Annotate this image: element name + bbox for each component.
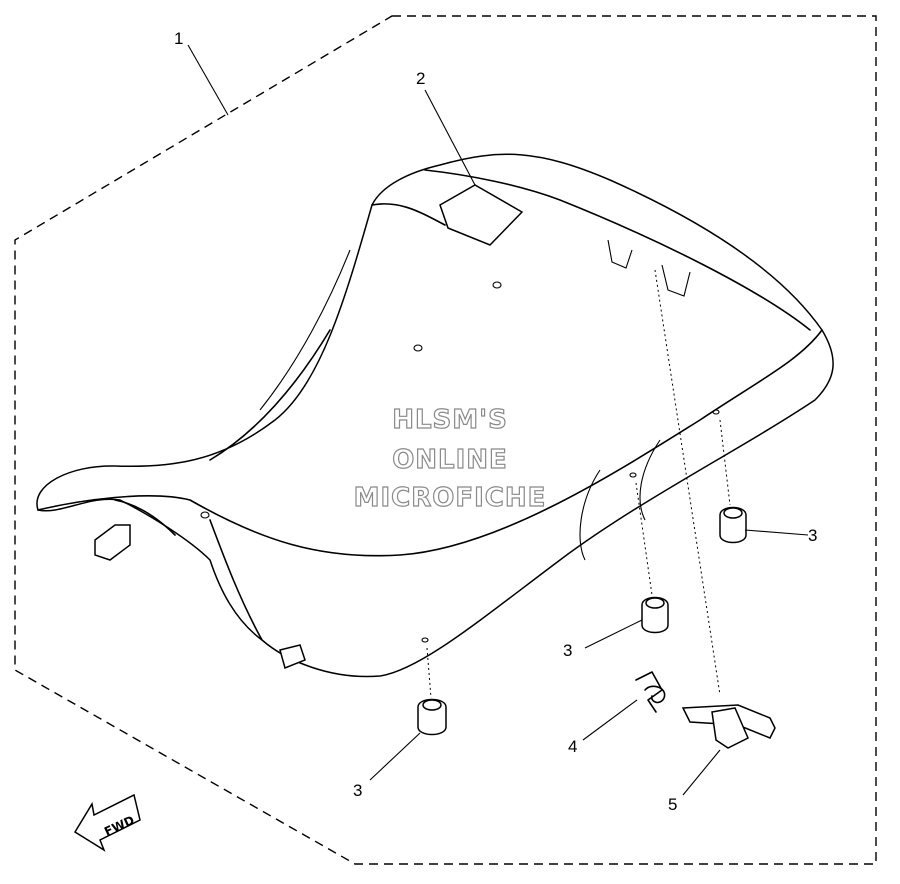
damper-middle [629, 472, 669, 634]
callout-3-front: 3 [353, 781, 362, 800]
svg-text:MICROFICHE: MICROFICHE [354, 483, 547, 513]
seat [36, 153, 834, 678]
lock-pin [654, 269, 776, 749]
fwd-arrow-icon: FWD [73, 793, 141, 852]
callout-5: 5 [668, 795, 677, 814]
callout-3-middle: 3 [563, 641, 572, 660]
seat-strap [439, 184, 524, 246]
damper-right [712, 409, 747, 544]
callout-4: 4 [568, 737, 577, 756]
svg-text:ONLINE: ONLINE [392, 445, 508, 475]
svg-text:HLSM'S: HLSM'S [392, 405, 508, 435]
watermark: HLSM'S ONLINE MICROFICHE [353, 404, 547, 513]
assembly-boundary [14, 15, 877, 865]
callout-1: 1 [174, 29, 183, 48]
leader-lines [187, 44, 809, 796]
callout-2: 2 [416, 69, 425, 88]
damper-front [417, 637, 447, 736]
spring [635, 671, 666, 713]
callout-3-right: 3 [808, 526, 817, 545]
